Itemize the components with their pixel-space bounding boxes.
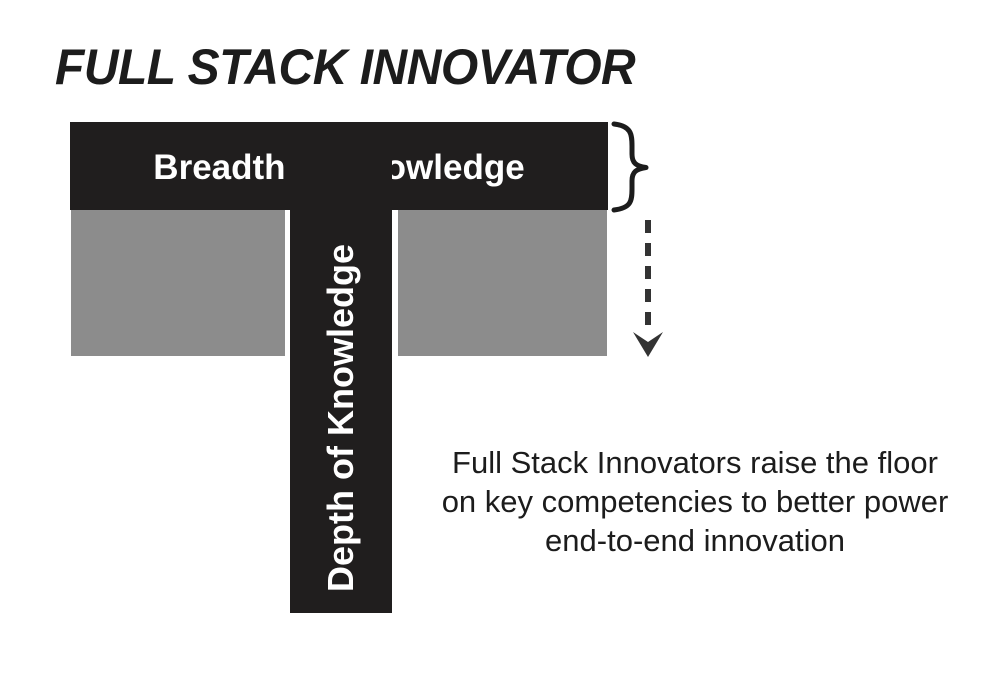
diagram-title: FULL STACK INNOVATOR xyxy=(55,39,636,96)
depth-bar: Depth of Knowledge xyxy=(290,122,392,613)
caption-text: Full Stack Innovators raise the floor on… xyxy=(420,443,970,560)
dashed-down-arrow-icon xyxy=(633,220,663,357)
gray-fill-right xyxy=(398,210,607,356)
depth-bar-label: Depth of Knowledge xyxy=(320,244,361,592)
caption-line-3: end-to-end innovation xyxy=(545,523,845,558)
right-curly-brace-icon xyxy=(611,121,649,213)
caption-line-2: on key competencies to better power xyxy=(441,484,949,519)
caption-line-1: Full Stack Innovators raise the floor xyxy=(452,445,938,480)
gray-fill-left xyxy=(71,210,285,356)
